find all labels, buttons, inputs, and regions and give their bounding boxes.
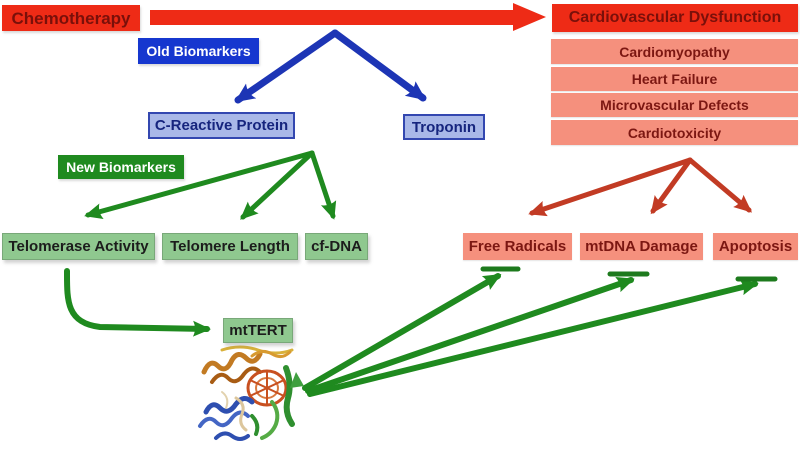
cardiotoxicity-arrows [528,157,753,217]
chemo-to-cvd-arrow [150,3,546,31]
node-troponin: Troponin [403,114,485,140]
node-heart-failure: Heart Failure [551,67,798,91]
mttert-to-mechanisms-arrows [302,266,778,397]
node-new-biomarkers: New Biomarkers [58,155,184,179]
node-apoptosis: Apoptosis [713,233,798,260]
node-free-radicals: Free Radicals [463,233,572,260]
node-cardiotoxicity: Cardiotoxicity [551,120,798,145]
node-mttert: mtTERT [223,318,293,343]
protein-structure-illustration [198,345,304,441]
node-telomerase-activity: Telomerase Activity [2,233,155,260]
node-cardiomyopathy: Cardiomyopathy [551,39,798,64]
node-old-biomarkers: Old Biomarkers [138,38,259,64]
node-chemotherapy: Chemotherapy [2,5,140,31]
node-telomere-length: Telomere Length [162,233,298,260]
node-c-reactive-protein: C-Reactive Protein [148,112,295,139]
old-biomarkers-arrows [234,29,427,104]
node-cf-dna: cf-DNA [305,233,368,260]
new-biomarkers-arrows [84,150,337,220]
node-cardiovascular-dysfunction: Cardiovascular Dysfunction [552,4,798,32]
telomerase-to-mttert-arrow [63,268,211,337]
node-mtdna-damage: mtDNA Damage [580,233,703,260]
node-microvascular-defects: Microvascular Defects [551,93,798,117]
